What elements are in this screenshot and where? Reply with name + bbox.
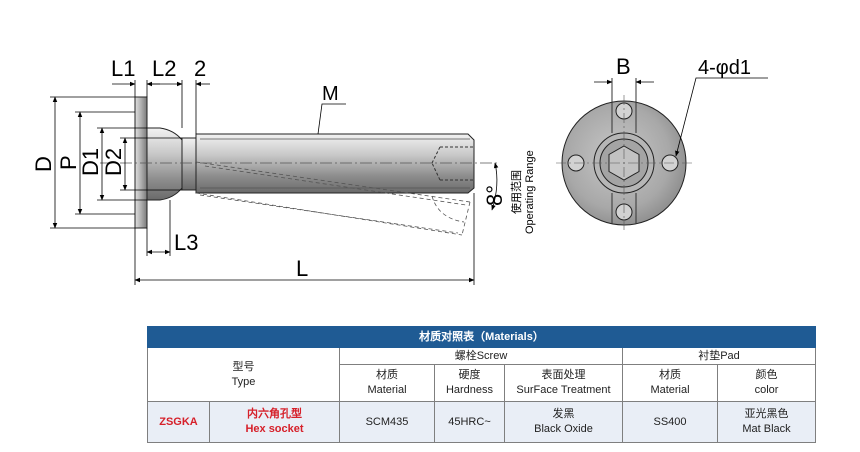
cell-color: 亚光黑色 Mat Black	[716, 401, 817, 443]
col-surface-cn: 表面处理	[541, 369, 586, 381]
front-view	[556, 95, 692, 230]
label-angle: 8°	[482, 185, 507, 206]
label-D: D	[31, 156, 56, 172]
side-dimensions	[50, 80, 499, 285]
label-2: 2	[194, 56, 206, 81]
label-L1: L1	[111, 56, 135, 81]
cell-type-en: Hex socket	[245, 423, 304, 435]
technical-drawing: L1 L2 2 M L3 L D P D1 D2 8° 使用范围 Operati…	[31, 54, 768, 285]
type-header-cn: 型号	[232, 360, 255, 373]
label-holes: 4-φd1	[698, 57, 751, 79]
col-pad-material: 材质 Material	[622, 364, 718, 402]
col-color: 颜色 color	[716, 364, 817, 402]
col-pad-material-en: Material	[650, 384, 690, 396]
pad-flange	[134, 96, 148, 229]
col-color-cn: 颜色	[755, 369, 778, 381]
type-header-en: Type	[231, 375, 256, 388]
col-pad-material-cn: 材质	[659, 369, 681, 381]
col-screw-material: 材质 Material	[339, 364, 435, 402]
cell-hardness: 45HRC~	[434, 401, 505, 443]
col-surface: 表面处理 SurFace Treatment	[504, 364, 623, 402]
cell-type-cn: 内六角孔型	[247, 408, 302, 420]
cell-color-en: Mat Black	[742, 423, 791, 435]
col-screw-material-cn: 材质	[376, 369, 398, 381]
col-hardness-cn: 硬度	[458, 369, 481, 381]
label-P: P	[56, 155, 81, 170]
col-color-en: color	[754, 384, 779, 396]
table-row: ZSGKA 内六角孔型 Hex socket SCM435 45HRC~ 发黑 …	[147, 401, 817, 443]
col-surface-en: SurFace Treatment	[516, 384, 611, 396]
table-title: 材质对照表（Materials）	[146, 326, 817, 348]
label-operating-range-cn: 使用范围	[509, 170, 523, 214]
tilted-phantom	[195, 161, 471, 236]
front-dimensions	[594, 77, 768, 157]
cell-color-cn: 亚光黑色	[744, 408, 789, 420]
label-L3: L3	[174, 230, 198, 255]
screw-shaft	[195, 133, 475, 194]
screw-header: 螺栓Screw	[339, 347, 623, 365]
label-L: L	[296, 256, 308, 281]
cell-surface-en: Black Oxide	[534, 423, 593, 435]
col-hardness: 硬度 Hardness	[434, 364, 505, 402]
label-D2: D2	[101, 148, 126, 176]
col-hardness-en: Hardness	[445, 384, 494, 396]
label-D1: D1	[78, 148, 103, 176]
type-header: 型号 Type	[147, 347, 340, 402]
pad-header: 衬垫Pad	[621, 347, 817, 365]
cell-surface-cn: 发黑	[552, 408, 575, 420]
cell-pad-material: SS400	[622, 401, 718, 443]
cell-surface: 发黑 Black Oxide	[504, 401, 623, 443]
label-L2: L2	[152, 56, 176, 81]
ball-joint	[146, 127, 187, 201]
side-view	[100, 96, 500, 236]
materials-table: 材质对照表（Materials） 型号 Type 螺栓Screw 衬垫Pad 材…	[146, 326, 817, 443]
label-operating-range-en: Operating Range	[524, 150, 536, 234]
cell-code: ZSGKA	[147, 401, 210, 443]
label-B: B	[616, 54, 631, 79]
cell-type: 内六角孔型 Hex socket	[209, 401, 340, 443]
col-screw-material-en: Material	[367, 384, 407, 396]
label-M: M	[322, 83, 339, 105]
cell-screw-material: SCM435	[339, 401, 435, 443]
